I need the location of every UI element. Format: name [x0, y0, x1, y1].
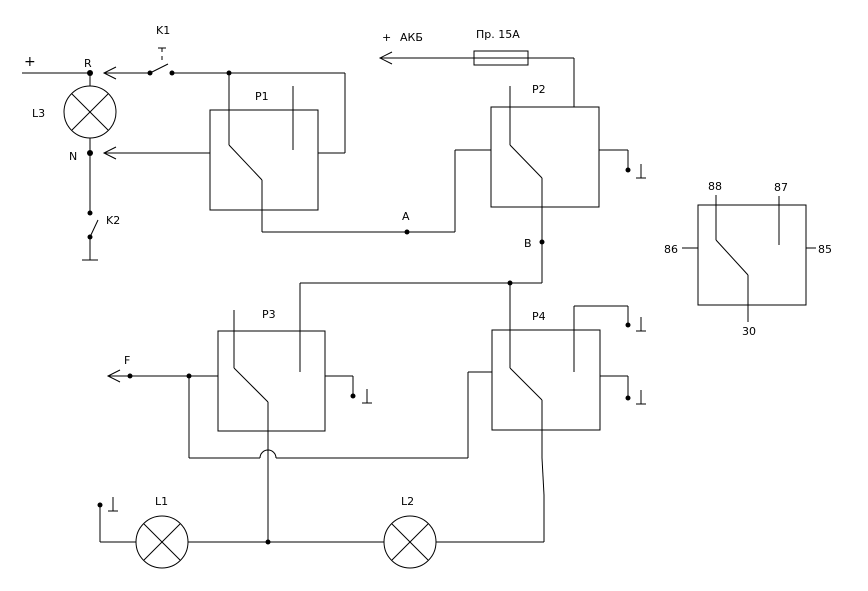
p4-coil-ground-node — [625, 395, 631, 401]
p4-switch-blade — [509, 367, 543, 401]
p3-label: P3 — [262, 308, 276, 321]
p3-switch-blade — [233, 367, 269, 403]
relay-p3: P3 — [217, 283, 372, 452]
p4-coil-ground-icon — [636, 390, 646, 405]
pin30-label: 30 — [742, 325, 756, 338]
l1-label: L1 — [155, 495, 168, 508]
p2-label: P2 — [532, 83, 546, 96]
a-node — [404, 229, 410, 235]
akb-arrow — [378, 51, 474, 65]
f-label: F — [124, 354, 130, 367]
p2-circuit: + АКБ Пр. 15А P2 A B — [262, 28, 646, 286]
p3-ground-node — [350, 393, 356, 399]
akb-label: АКБ — [400, 31, 423, 44]
crossover-hop — [259, 449, 277, 459]
r-arrow — [102, 66, 150, 80]
k2-label: K2 — [106, 214, 120, 227]
relay-pinout-legend: 88 87 86 85 30 — [664, 180, 832, 338]
relay-p1: P1 — [209, 73, 319, 232]
l3-label: L3 — [32, 107, 45, 120]
p3-circuit: F P3 — [106, 283, 492, 459]
p4-output-wire — [541, 457, 545, 496]
k1-label: K1 — [156, 24, 170, 37]
l1-ground-icon — [108, 497, 118, 512]
l3-lamp-icon — [63, 85, 117, 139]
lamp-circuit: L1 L2 — [97, 452, 544, 569]
pin87-label: 87 — [774, 181, 788, 194]
l3-circuit: + R K1 L3 N K2 — [22, 24, 346, 261]
p4-label: P4 — [532, 310, 546, 323]
p3-ground-icon — [362, 389, 372, 404]
n-label: N — [69, 150, 77, 163]
p2-ground-node — [625, 167, 631, 173]
l2-lamp-icon — [383, 515, 437, 569]
fuse-label: Пр. 15А — [476, 28, 520, 41]
k2-switch-blade — [89, 219, 99, 238]
n-arrow — [102, 146, 210, 160]
l1-lamp-icon — [135, 515, 189, 569]
pin86-label: 86 — [664, 243, 678, 256]
p4-circuit: P4 — [491, 283, 646, 542]
p4-nc-ground-node — [625, 322, 631, 328]
pin88-label: 88 — [708, 180, 722, 193]
legend-switch-blade — [715, 239, 749, 276]
f-node — [127, 373, 133, 379]
k2-contact-top — [87, 210, 93, 216]
plus-label: + — [24, 54, 36, 70]
b-label: B — [524, 237, 532, 250]
f-arrow — [106, 369, 218, 383]
relay-p2: P2 — [490, 83, 646, 242]
p2-switch-blade — [509, 144, 543, 179]
a-label: A — [402, 210, 410, 223]
akb-plus-label: + — [382, 31, 391, 44]
p2-ground-icon — [636, 164, 646, 179]
r-label: R — [84, 57, 92, 70]
pin85-label: 85 — [818, 243, 832, 256]
p1-switch-blade — [228, 144, 263, 181]
l2-label: L2 — [401, 495, 414, 508]
p1-label: P1 — [255, 90, 269, 103]
p4-nc-ground-icon — [636, 317, 646, 332]
k1-switch-blade — [149, 47, 169, 74]
relay-p4: P4 — [491, 283, 646, 458]
